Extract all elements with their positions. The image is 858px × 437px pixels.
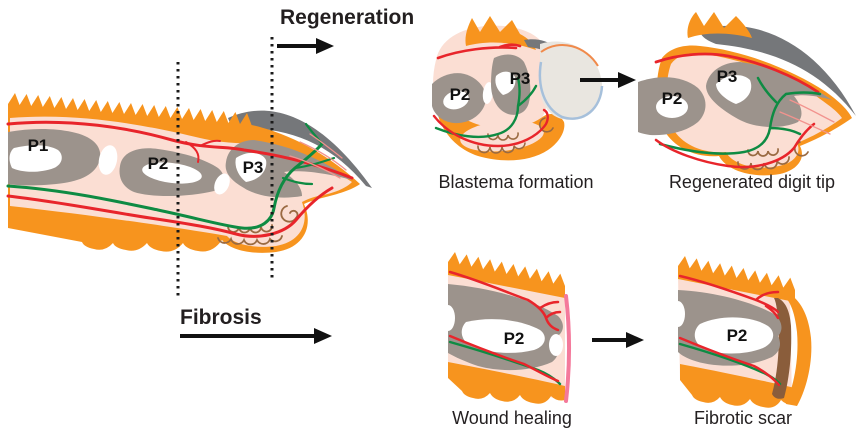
stump-skin-top [448,252,566,298]
nerve [658,76,822,155]
stump-skin-top [678,256,796,302]
stump-skin-wrap [784,294,812,406]
blastema-panel: P2 P3 [432,16,604,161]
stump-skin-bottom [680,364,795,408]
wound-caption: Wound healing [452,408,572,428]
claw-nail [228,110,372,188]
claw-nail [700,25,856,117]
p3-marrow [495,71,516,95]
p2-marrow [694,317,774,354]
dorsal-artery [436,43,522,60]
joint-space [441,305,455,331]
p3-label: P3 [717,67,738,86]
regeneration-arrow-icon [277,38,334,54]
fibrotic-caption: Fibrotic scar [694,408,792,428]
nail-remnant [524,39,572,68]
ventral-artery [6,186,334,238]
p3-label: P3 [243,158,264,177]
p2-label: P2 [662,89,683,108]
p2-label: P2 [727,326,748,345]
dorsal-artery [678,274,780,320]
p2-marrow [443,90,469,110]
p3-marrow [716,75,752,104]
p2-marrow [142,162,202,184]
p2-label: P2 [504,329,525,348]
p2-p3-joint [214,173,230,195]
fibrosis-arrow-icon [180,328,332,344]
skin-crown [687,12,752,38]
regenerated-caption: Regenerated digit tip [669,172,835,192]
joint-space [671,301,685,327]
wound-epidermis [564,294,571,403]
marrow-at-wound [549,334,563,356]
blastema-to-regenerated-arrow-icon [580,72,636,88]
artery-branch [185,139,221,163]
p2-marrow [656,96,688,118]
p2-label: P2 [450,85,471,104]
fibrotic-panel: P2 [671,256,812,408]
blastema-dome [539,41,603,120]
joint-space [482,82,494,104]
p2-marrow [461,319,545,353]
p3-marrow [235,152,267,182]
p2-label: P2 [148,154,169,173]
regenerated-panel: P2 P3 [638,12,856,176]
dorsal-artery [448,270,562,332]
blastema-outline [538,61,604,120]
tip-capillaries [779,99,835,135]
p1-label: P1 [28,136,49,155]
fibrosis-heading: Fibrosis [180,306,262,329]
stump-skin-top [465,16,536,50]
ventral-artery [654,122,816,169]
p1-p2-joint [98,145,118,175]
ventral-artery [448,334,560,383]
blastema-caption: Blastema formation [438,172,593,192]
wound-panel: P2 [441,252,571,404]
stump-skin-bottom [448,362,565,404]
blastema-epidermis [540,43,599,67]
wound-to-fibrotic-arrow-icon [592,332,644,348]
fibrotic-scar-band [772,298,792,399]
tip-capillaries [289,133,347,179]
dorsal-artery [654,52,820,94]
p3-label: P3 [510,69,531,88]
p1-marrow [9,145,62,172]
main-digit: P1 P2 P3 [6,93,372,253]
regeneration-heading: Regeneration [280,6,414,29]
ventral-artery [432,108,549,148]
ventral-artery [678,336,781,387]
